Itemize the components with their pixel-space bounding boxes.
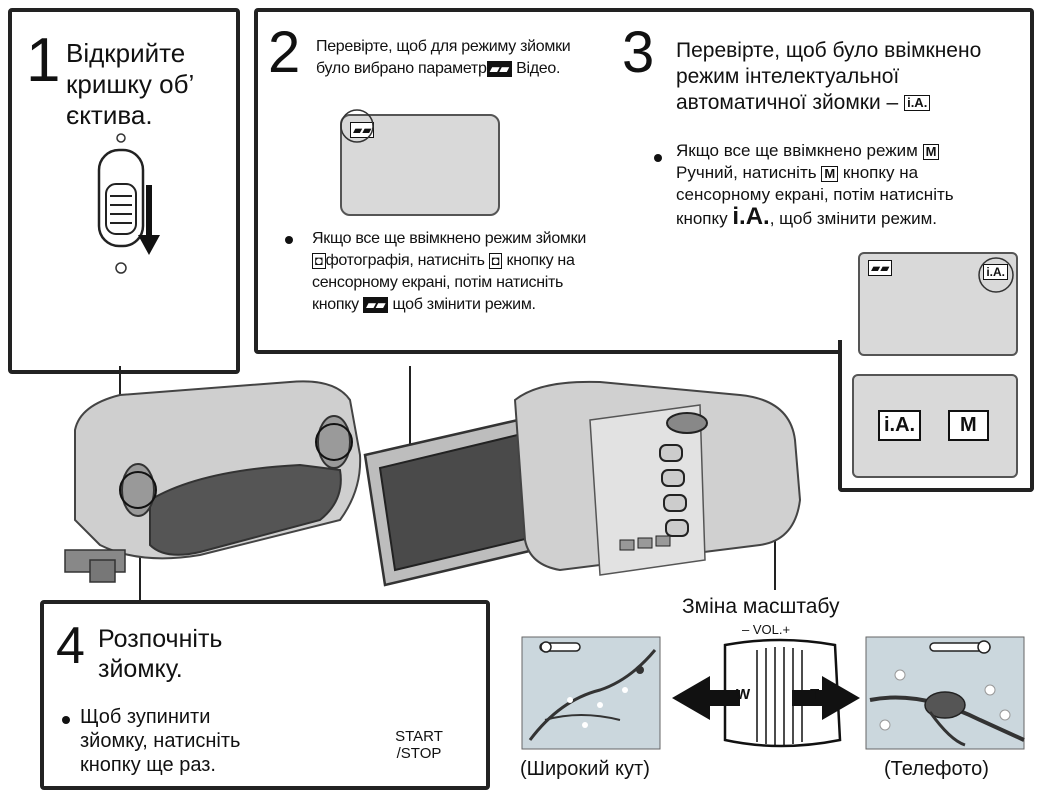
step1-panel: 1 Відкрийте кришку об’ єктива. — [8, 8, 240, 374]
step4-number: 4 — [56, 617, 85, 675]
lens-cover-slider-icon — [97, 133, 160, 274]
video-mode-icon: ▰▰ — [868, 260, 893, 276]
step1-number: 1 — [26, 26, 61, 95]
step3-instruction: Перевірте, щоб було ввімкнено режим інте… — [676, 39, 982, 114]
step3-note: Якщо все ще ввімкнено режим M Ручний, на… — [676, 141, 954, 230]
zoom-label: Зміна масштабу — [682, 595, 840, 618]
step4-bullet — [62, 716, 70, 724]
ia-mode-icon: i.A. — [904, 95, 931, 112]
ia-mode-icon: i.A. — [983, 264, 1008, 280]
step3-lcd-screen: ▰▰ i.A. — [858, 252, 1018, 356]
telephoto-photo — [865, 636, 1025, 750]
camera-icon: ◘ — [488, 252, 503, 269]
step2-bullet — [285, 236, 293, 244]
zoom-w-label: W — [736, 686, 751, 703]
video-mode-icon: ▰▰ — [350, 122, 375, 138]
step2-number: 2 — [268, 20, 301, 85]
wide-angle-photo — [521, 636, 661, 750]
step2-instruction: Перевірте, щоб для режиму зйомки було ви… — [316, 38, 571, 77]
step3-button-screen: i.A. M — [852, 374, 1018, 478]
step3-number: 3 — [622, 20, 655, 85]
step4-note: Щоб зупинити зйомку, натисніть кнопку ще… — [80, 706, 241, 776]
step4-title: Розпочніть зйомку. — [98, 625, 223, 683]
zoom-lever-icon — [672, 638, 860, 748]
wide-angle-caption: (Широкий кут) — [520, 758, 650, 780]
step2-note: Якщо все ще ввімкнено режим зйомки ◘фото… — [312, 230, 586, 313]
manual-mode-icon: M — [821, 165, 839, 182]
start-stop-label: START /STOP — [395, 728, 443, 762]
zoom-t-label: T — [810, 686, 820, 703]
camera-icon: ◘ — [312, 252, 326, 269]
video-mode-icon: ▰▰ — [362, 296, 389, 313]
video-mode-icon: ▰▰ — [486, 60, 512, 77]
ia-button[interactable]: i.A. — [878, 410, 922, 441]
manual-button[interactable]: M — [948, 410, 989, 441]
camcorder-right-icon — [363, 380, 802, 587]
step1-title: Відкрийте кришку об’ єктива. — [66, 38, 195, 130]
telephoto-caption: (Телефото) — [884, 758, 989, 780]
camcorder-left-icon — [64, 380, 362, 583]
step2-lcd-screen: ▰▰ — [340, 114, 500, 216]
step4-panel — [40, 600, 490, 790]
step3-bullet — [654, 154, 662, 162]
manual-mode-icon: M — [922, 143, 940, 160]
zoom-vol-label: – VOL.+ — [742, 622, 791, 637]
